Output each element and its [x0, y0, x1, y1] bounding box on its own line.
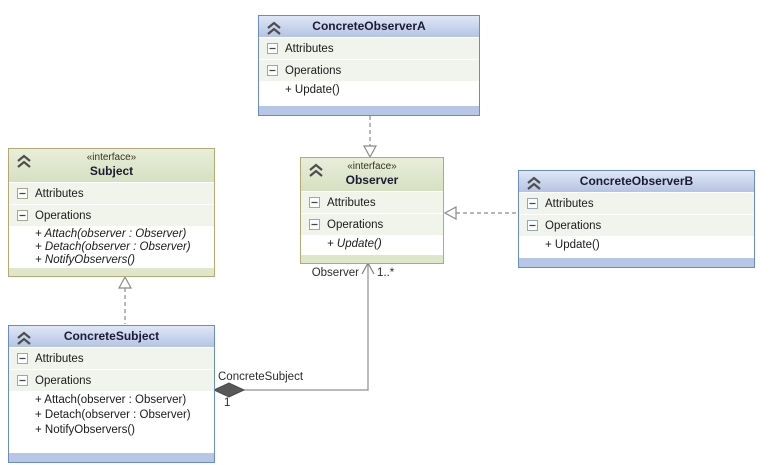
association-target-role-label: Observer: [311, 267, 359, 279]
collapse-minus-icon[interactable]: [17, 375, 28, 386]
collapse-minus-icon[interactable]: [17, 188, 28, 199]
class-header: «interface» Observer: [301, 158, 443, 192]
class-header: ConcreteObserverB: [519, 171, 754, 193]
realization-concreteobservera-observer[interactable]: [362, 116, 378, 159]
attributes-section-row[interactable]: Attributes: [9, 348, 214, 369]
operations-section-row[interactable]: Operations: [519, 215, 754, 236]
operations-list: + Update(): [301, 236, 443, 255]
attributes-section-row[interactable]: Attributes: [519, 193, 754, 214]
association-source-role-label: ConcreteSubject: [218, 371, 304, 383]
collapse-chevron-icon[interactable]: [308, 163, 324, 178]
operations-label: Operations: [327, 218, 384, 231]
class-box-subject[interactable]: «interface» Subject Attributes Operation…: [8, 148, 215, 277]
attributes-label: Attributes: [327, 196, 376, 209]
attributes-section-row[interactable]: Attributes: [259, 38, 479, 59]
operations-list: + Attach(observer : Observer) + Detach(o…: [9, 227, 214, 268]
association-target-multiplicity: 1..*: [377, 267, 395, 279]
collapse-minus-icon[interactable]: [309, 219, 320, 230]
operations-list: + Update(): [519, 237, 754, 258]
collapse-minus-icon[interactable]: [267, 65, 278, 76]
attributes-label: Attributes: [285, 42, 334, 55]
attributes-section-row[interactable]: Attributes: [301, 192, 443, 213]
operations-list: + Attach(observer : Observer) + Detach(o…: [9, 392, 214, 453]
class-footer-strip: [519, 258, 754, 267]
operation-item[interactable]: + Detach(observer : Observer): [35, 241, 191, 253]
realization-concreteobserverb-observer[interactable]: [443, 205, 517, 221]
class-header: «interface» Subject: [9, 149, 214, 183]
collapse-chevron-icon[interactable]: [16, 331, 32, 346]
class-name: ConcreteObserverA: [312, 19, 426, 33]
class-name: Subject: [89, 164, 134, 178]
operations-label: Operations: [35, 209, 92, 222]
attributes-section-row[interactable]: Attributes: [9, 183, 214, 204]
operations-section-row[interactable]: Operations: [9, 370, 214, 391]
class-header: ConcreteSubject: [9, 326, 214, 348]
association-source-multiplicity: 1: [224, 397, 231, 409]
operation-item[interactable]: + NotifyObservers(): [35, 424, 136, 436]
hollow-triangle-arrowhead: [362, 145, 378, 159]
class-box-concretesubject[interactable]: ConcreteSubject Attributes Operations + …: [8, 325, 215, 463]
collapse-minus-icon[interactable]: [17, 210, 28, 221]
collapse-minus-icon[interactable]: [527, 198, 538, 209]
class-footer-strip: [9, 268, 214, 276]
class-box-concreteobservera[interactable]: ConcreteObserverA Attributes Operations …: [258, 15, 480, 116]
operations-section-row[interactable]: Operations: [259, 60, 479, 81]
operations-label: Operations: [545, 219, 602, 232]
collapse-chevron-icon[interactable]: [16, 154, 32, 169]
operations-section-row[interactable]: Operations: [301, 214, 443, 235]
realization-concretesubject-subject[interactable]: [117, 275, 133, 324]
operation-item[interactable]: + Detach(observer : Observer): [35, 409, 191, 421]
attributes-label: Attributes: [545, 197, 594, 210]
operations-list: + Update(): [259, 82, 479, 106]
stereotype-label: «interface»: [347, 161, 397, 172]
diamond-adornment: [212, 382, 246, 398]
collapse-minus-icon[interactable]: [267, 43, 278, 54]
open-arrowhead: [361, 261, 375, 275]
operations-label: Operations: [35, 374, 92, 387]
class-name: ConcreteSubject: [63, 329, 160, 343]
class-footer-strip: [301, 255, 443, 263]
class-header: ConcreteObserverA: [259, 16, 479, 38]
class-box-observer[interactable]: «interface» Observer Attributes Operatio…: [300, 157, 444, 264]
stereotype-label: «interface»: [86, 152, 137, 163]
operations-label: Operations: [285, 64, 342, 77]
operation-item[interactable]: + Update(): [327, 238, 382, 250]
hollow-triangle-arrowhead: [117, 275, 133, 289]
collapse-minus-icon[interactable]: [527, 220, 538, 231]
class-footer-strip: [259, 106, 479, 115]
class-name: Observer: [345, 173, 399, 187]
collapse-chevron-icon[interactable]: [526, 176, 542, 191]
operation-item[interactable]: + Attach(observer : Observer): [35, 228, 187, 240]
attributes-label: Attributes: [35, 352, 84, 365]
class-box-concreteobserverb[interactable]: ConcreteObserverB Attributes Operations …: [518, 170, 755, 268]
operation-item[interactable]: + Attach(observer : Observer): [35, 394, 187, 406]
collapse-chevron-icon[interactable]: [266, 21, 282, 36]
operation-item[interactable]: + NotifyObservers(): [35, 254, 136, 266]
class-name: ConcreteObserverB: [579, 174, 694, 188]
operation-item[interactable]: + Update(): [545, 239, 600, 251]
class-footer-strip: [9, 453, 214, 462]
collapse-minus-icon[interactable]: [309, 197, 320, 208]
collapse-minus-icon[interactable]: [17, 353, 28, 364]
hollow-triangle-arrowhead: [443, 205, 457, 221]
operation-item[interactable]: + Update(): [285, 84, 340, 96]
attributes-label: Attributes: [35, 187, 84, 200]
operations-section-row[interactable]: Operations: [9, 205, 214, 226]
